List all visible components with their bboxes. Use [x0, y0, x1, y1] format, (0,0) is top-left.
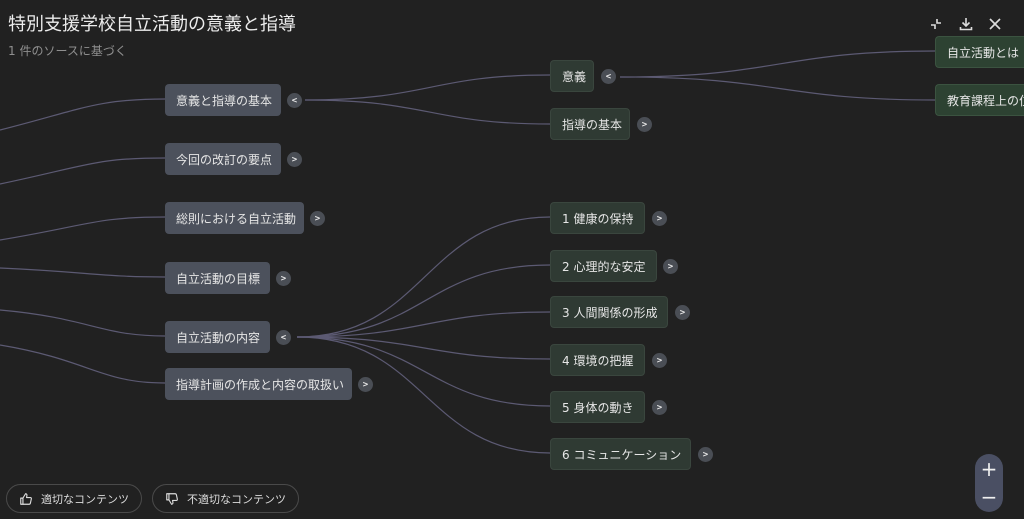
download-button[interactable] — [955, 13, 977, 35]
expand-toggle[interactable]: > — [358, 377, 373, 392]
node-relationships[interactable]: 3 人間関係の形成 — [550, 296, 668, 328]
node-environment[interactable]: 4 環境の把握 — [550, 344, 645, 376]
link-basics-1 — [304, 74, 551, 101]
bad-content-label: 不適切なコンテンツ — [187, 492, 286, 506]
link-meaning-1 — [619, 50, 936, 78]
expand-toggle[interactable]: > — [652, 353, 667, 368]
download-icon — [959, 18, 973, 31]
link-contents-6 — [296, 336, 551, 454]
close-icon — [989, 18, 1001, 30]
node-basic-guidance[interactable]: 指導の基本 — [550, 108, 630, 140]
expand-toggle[interactable]: > — [652, 400, 667, 415]
link-root-1 — [0, 98, 166, 131]
expand-toggle[interactable]: > — [310, 211, 325, 226]
link-meaning-2 — [619, 76, 936, 101]
node-contents[interactable]: 自立活動の内容 — [165, 321, 270, 353]
link-root-4 — [0, 267, 166, 278]
expand-toggle[interactable]: > — [652, 211, 667, 226]
collapse-toggle[interactable]: < — [601, 69, 616, 84]
link-root-5 — [0, 309, 166, 337]
expand-toggle[interactable]: > — [663, 259, 678, 274]
node-communication[interactable]: 6 コミュニケーション — [550, 438, 691, 470]
node-objectives[interactable]: 自立活動の目標 — [165, 262, 270, 294]
node-body-movement[interactable]: 5 身体の動き — [550, 391, 645, 423]
expand-toggle[interactable]: > — [287, 152, 302, 167]
zoom-in-button[interactable]: + — [980, 457, 998, 481]
close-button[interactable] — [984, 13, 1006, 35]
node-revision-points[interactable]: 今回の改訂の要点 — [165, 143, 281, 175]
zoom-control: + − — [975, 454, 1003, 512]
link-root-3 — [0, 216, 166, 241]
expand-toggle[interactable]: > — [276, 271, 291, 286]
expand-toggle[interactable]: > — [675, 305, 690, 320]
link-contents-4 — [296, 336, 551, 360]
good-content-label: 適切なコンテンツ — [41, 492, 129, 506]
collapse-toggle[interactable]: < — [276, 330, 291, 345]
collapse-button[interactable] — [925, 13, 947, 35]
thumbs-up-icon — [20, 492, 32, 505]
expand-toggle[interactable]: > — [698, 447, 713, 462]
node-meaning[interactable]: 意義 — [550, 60, 594, 92]
zoom-out-button[interactable]: − — [980, 485, 998, 509]
node-what-is-jiritsu[interactable]: 自立活動とは — [935, 36, 1024, 68]
link-contents-5 — [296, 336, 551, 407]
node-health[interactable]: 1 健康の保持 — [550, 202, 645, 234]
link-root-6 — [0, 344, 166, 384]
good-content-button[interactable]: 適切なコンテンツ — [6, 484, 142, 513]
page-title: 特別支援学校自立活動の意義と指導 — [8, 14, 296, 35]
link-contents-3 — [296, 311, 551, 338]
collapse-toggle[interactable]: < — [287, 93, 302, 108]
link-contents-1 — [296, 216, 551, 338]
node-instruction-planning[interactable]: 指導計画の作成と内容の取扱い — [165, 368, 352, 400]
node-psychological-stability[interactable]: 2 心理的な安定 — [550, 250, 657, 282]
thumbs-down-icon — [166, 492, 178, 505]
link-root-2 — [0, 157, 166, 185]
expand-toggle[interactable]: > — [637, 117, 652, 132]
bad-content-button[interactable]: 不適切なコンテンツ — [152, 484, 299, 513]
link-contents-2 — [296, 264, 551, 338]
collapse-arrows-icon — [931, 19, 941, 29]
node-general-provisions[interactable]: 総則における自立活動 — [165, 202, 304, 234]
node-curriculum-position[interactable]: 教育課程上の位 — [935, 84, 1024, 116]
link-basics-2 — [304, 99, 551, 125]
node-meaning-and-basics[interactable]: 意義と指導の基本 — [165, 84, 281, 116]
source-count: 1 件のソースに基づく — [8, 44, 127, 58]
